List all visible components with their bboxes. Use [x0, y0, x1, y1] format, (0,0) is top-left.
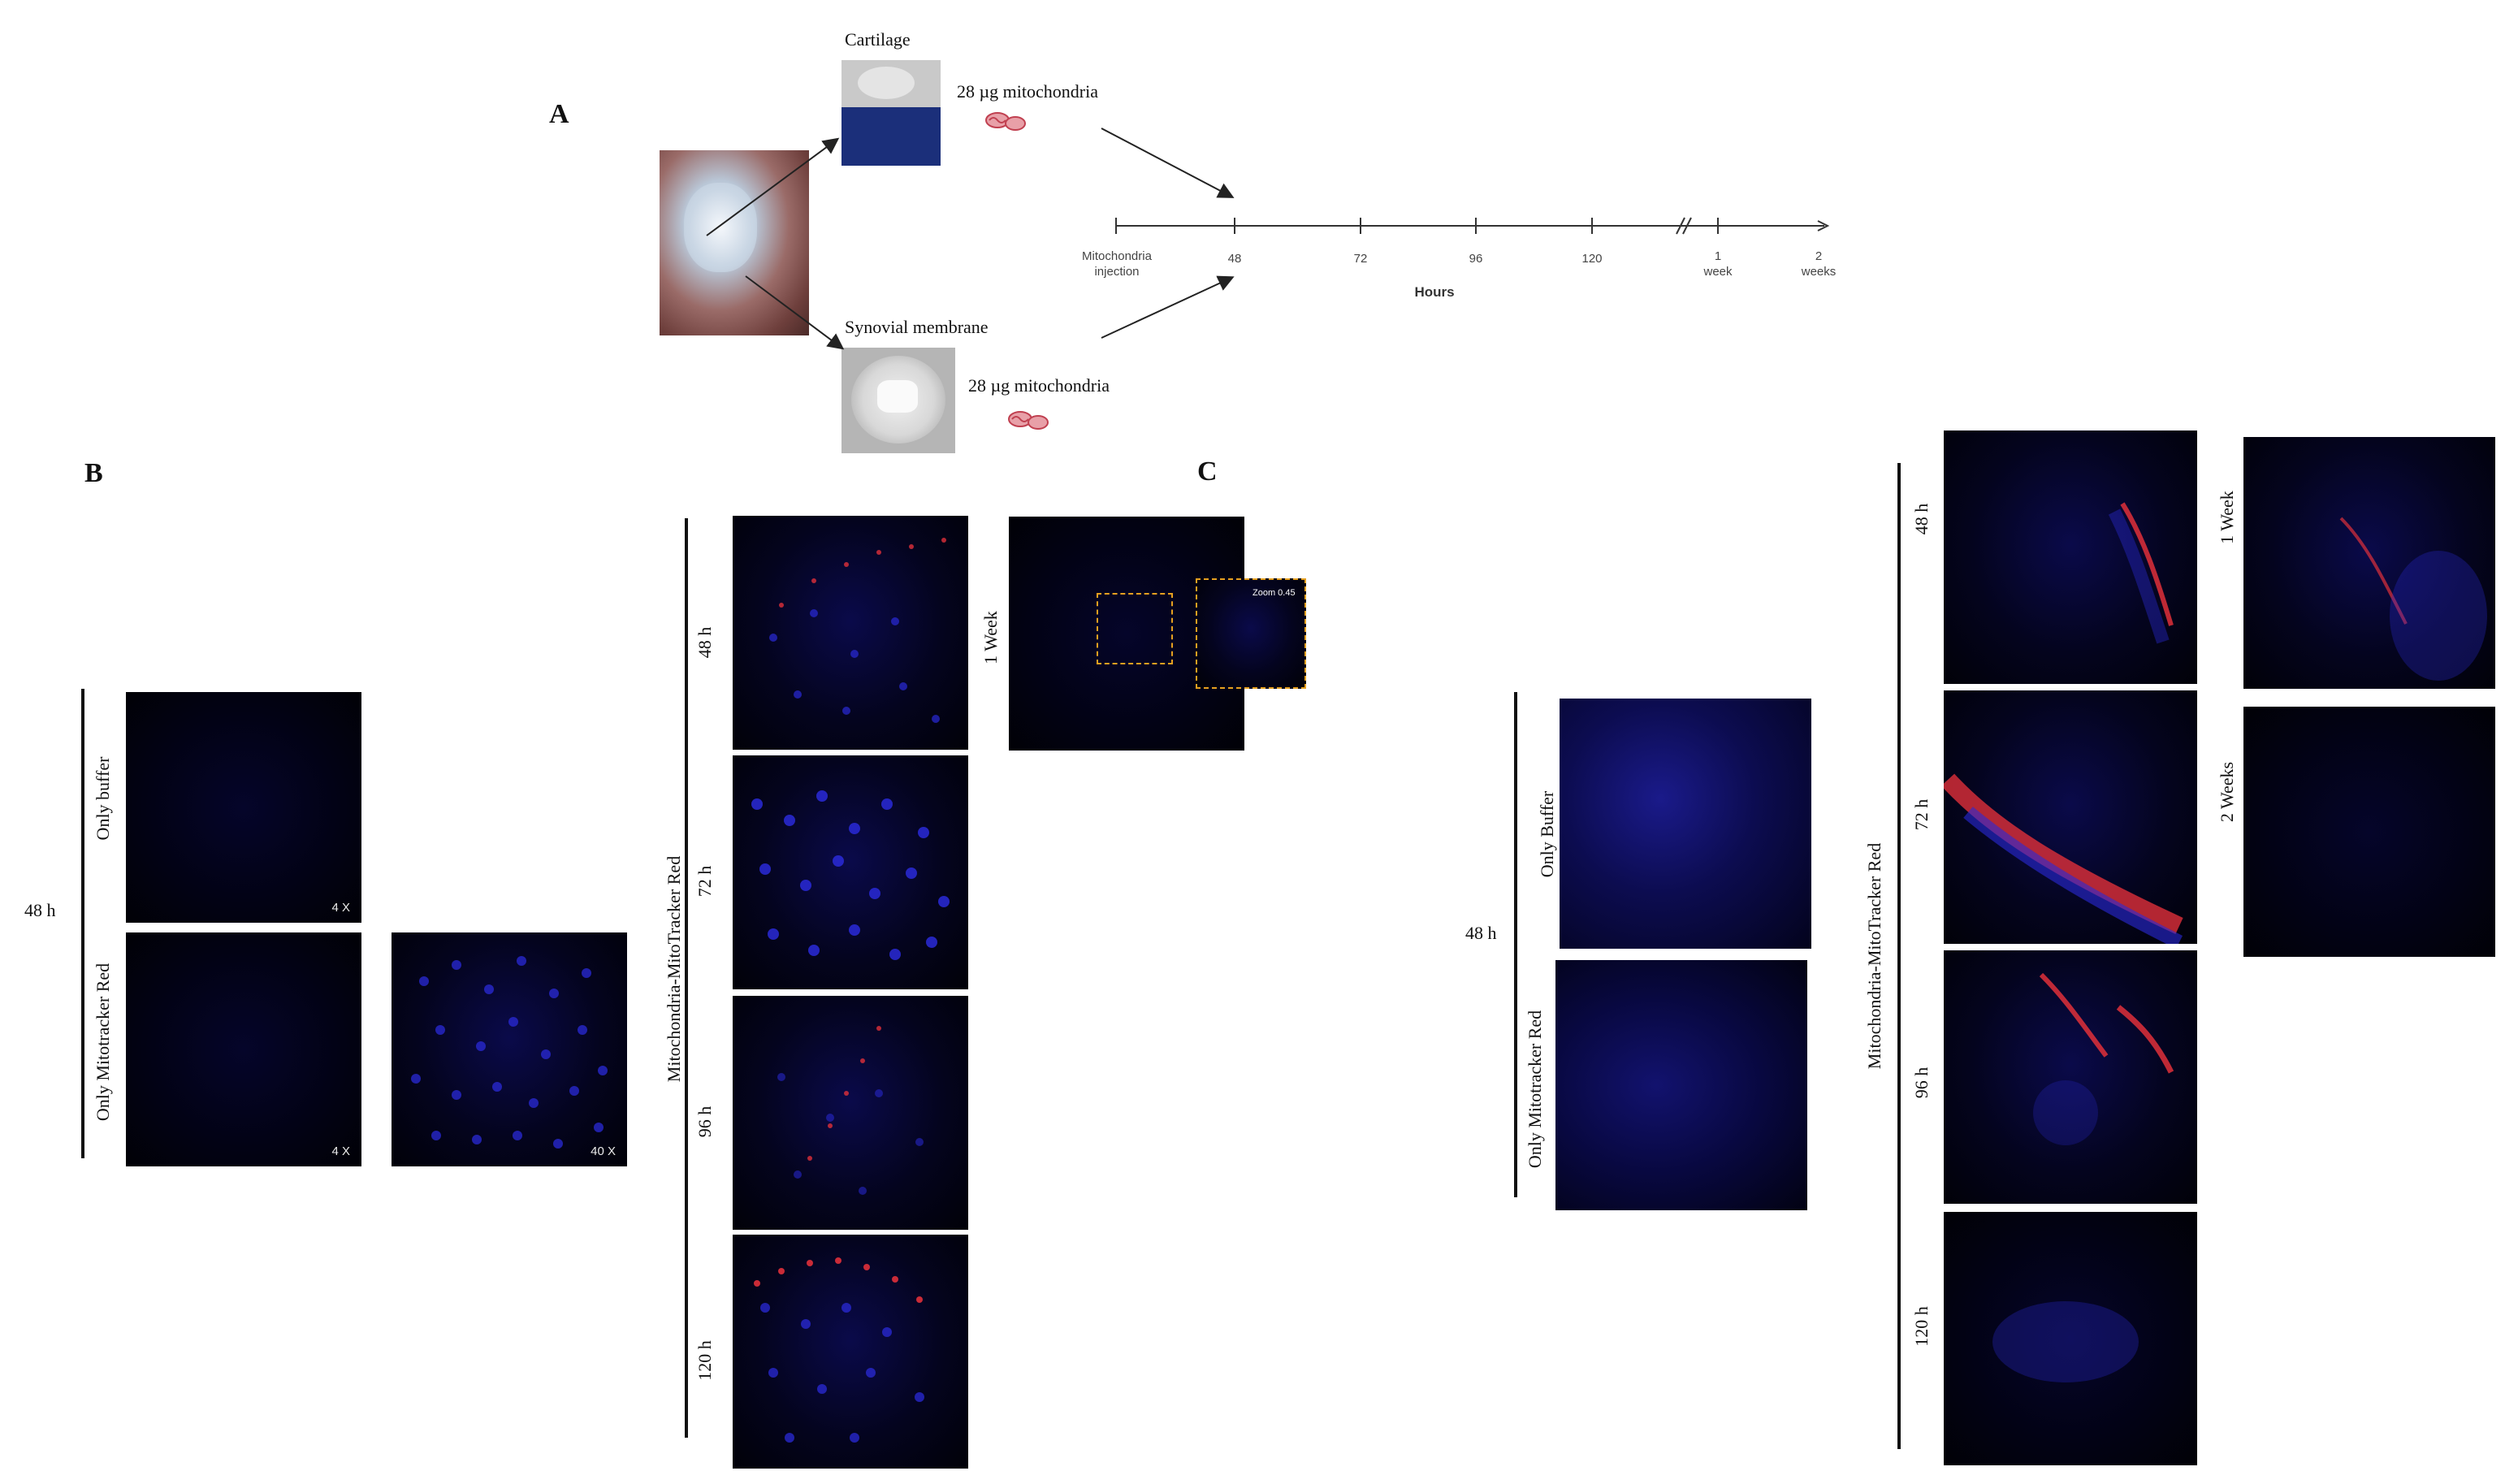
- time-label-c-120h: 120 h: [1911, 1306, 1932, 1347]
- panel-b-mito-group-label: Mitochondria-MitoTracker Red: [664, 855, 684, 1083]
- signal-overlay: [2033, 972, 2174, 1145]
- micrograph-b-only-buffer: 4 X: [126, 692, 361, 923]
- panel-a-letter: A: [549, 99, 569, 129]
- signal-overlay: [2108, 502, 2174, 644]
- micrograph-b-72h: [733, 755, 968, 989]
- micrograph-c-only-mitotracker: [1555, 960, 1807, 1210]
- timeline-label-2-weeks: 2 weeks: [1801, 249, 1837, 279]
- mitochondria-icon: [1008, 411, 1049, 430]
- cells-overlay: [754, 1257, 924, 1443]
- timeline-label-96: 96: [1469, 252, 1483, 266]
- timeline: [1115, 217, 1830, 235]
- micrograph-b-48h: [733, 516, 968, 750]
- signal-overlay: [1992, 1301, 2139, 1382]
- timeline-break: [1676, 217, 1685, 235]
- zoom-label: Zoom 0.45: [1253, 588, 1296, 598]
- timeline-label-48: 48: [1227, 252, 1242, 266]
- magnification-label: 40 X: [591, 1144, 616, 1158]
- micrograph-b-40x: 40 X: [392, 932, 627, 1166]
- micrograph-b-120h: [733, 1235, 968, 1469]
- panel-a-arrows: [706, 128, 1235, 350]
- signal-overlay: [2339, 517, 2487, 681]
- cells-overlay: [751, 790, 950, 960]
- timeline-label-1-week: 1 week: [1703, 249, 1733, 279]
- micrograph-c-only-buffer: [1560, 699, 1811, 949]
- time-label-120h: 120 h: [694, 1340, 715, 1381]
- panel-b-bracket-controls: [81, 689, 84, 1158]
- micrograph-c-1-week: [2243, 437, 2495, 689]
- micrograph-c-48h: [1944, 430, 2197, 684]
- timeline-axis-title: Hours: [1414, 284, 1455, 300]
- week-label-b: 1 Week: [980, 611, 1001, 664]
- time-label-72h: 72 h: [694, 865, 715, 898]
- timeline-label-72: 72: [1353, 252, 1368, 266]
- magnification-label: 4 X: [331, 1144, 350, 1158]
- only-mitotracker-label-c: Only Mitotracker Red: [1525, 1010, 1545, 1169]
- nuclei-cells: [411, 956, 608, 1149]
- cells-overlay: [777, 1026, 924, 1195]
- micrograph-c-120h: [1944, 1212, 2197, 1465]
- panel-c-group-label: 48 h: [1465, 923, 1497, 943]
- panel-b-letter: B: [84, 458, 103, 488]
- time-label-96h: 96 h: [694, 1105, 715, 1138]
- week-label-c-1: 1 Week: [2217, 491, 2237, 544]
- panel-c-bracket-mito: [1897, 463, 1901, 1449]
- micrograph-b-96h: [733, 996, 968, 1230]
- timeline-break: [1682, 217, 1692, 235]
- mitochondria-icon: [985, 112, 1026, 131]
- dose-label-cartilage: 28 µg mitochondria: [957, 81, 1098, 102]
- only-buffer-label-c: Only Buffer: [1537, 790, 1557, 878]
- synovial-dish-photo: [841, 348, 955, 453]
- panel-c-letter: C: [1197, 456, 1218, 487]
- micrograph-b-only-mitotracker: 4 X: [126, 932, 361, 1166]
- only-buffer-label: Only buffer: [93, 756, 113, 841]
- week-label-c-2: 2 Weeks: [2217, 761, 2237, 823]
- micrograph-c-72h: [1944, 690, 2197, 944]
- time-label-c-72h: 72 h: [1911, 798, 1932, 831]
- zoom-inset: Zoom 0.45: [1196, 578, 1306, 689]
- panel-b-group-label: 48 h: [24, 900, 56, 920]
- panel-c-bracket-controls: [1514, 692, 1517, 1197]
- cartilage-dish-photo: [841, 60, 941, 166]
- micrograph-c-96h: [1944, 950, 2197, 1204]
- synovial-membrane-label: Synovial membrane: [845, 317, 989, 337]
- cartilage-label: Cartilage: [845, 29, 911, 50]
- cells-overlay: [769, 538, 946, 723]
- timeline-label-120: 120: [1581, 252, 1603, 266]
- time-label-48h: 48 h: [694, 626, 715, 659]
- panel-b-bracket-mito: [685, 518, 688, 1438]
- time-label-c-96h: 96 h: [1911, 1066, 1932, 1099]
- zoom-region-box: [1097, 593, 1173, 664]
- timeline-label-injection: Mitochondria injection: [1082, 249, 1152, 279]
- time-label-c-48h: 48 h: [1911, 503, 1932, 535]
- signal-overlay: [1944, 773, 2183, 944]
- dose-label-synovial: 28 µg mitochondria: [968, 375, 1110, 396]
- micrograph-c-2-weeks: [2243, 707, 2495, 957]
- panel-c-mito-group-label: Mitochondria-MitoTracker Red: [1864, 842, 1884, 1070]
- magnification-label: 4 X: [331, 901, 350, 915]
- only-mitotracker-label: Only Mitotracker Red: [93, 963, 113, 1122]
